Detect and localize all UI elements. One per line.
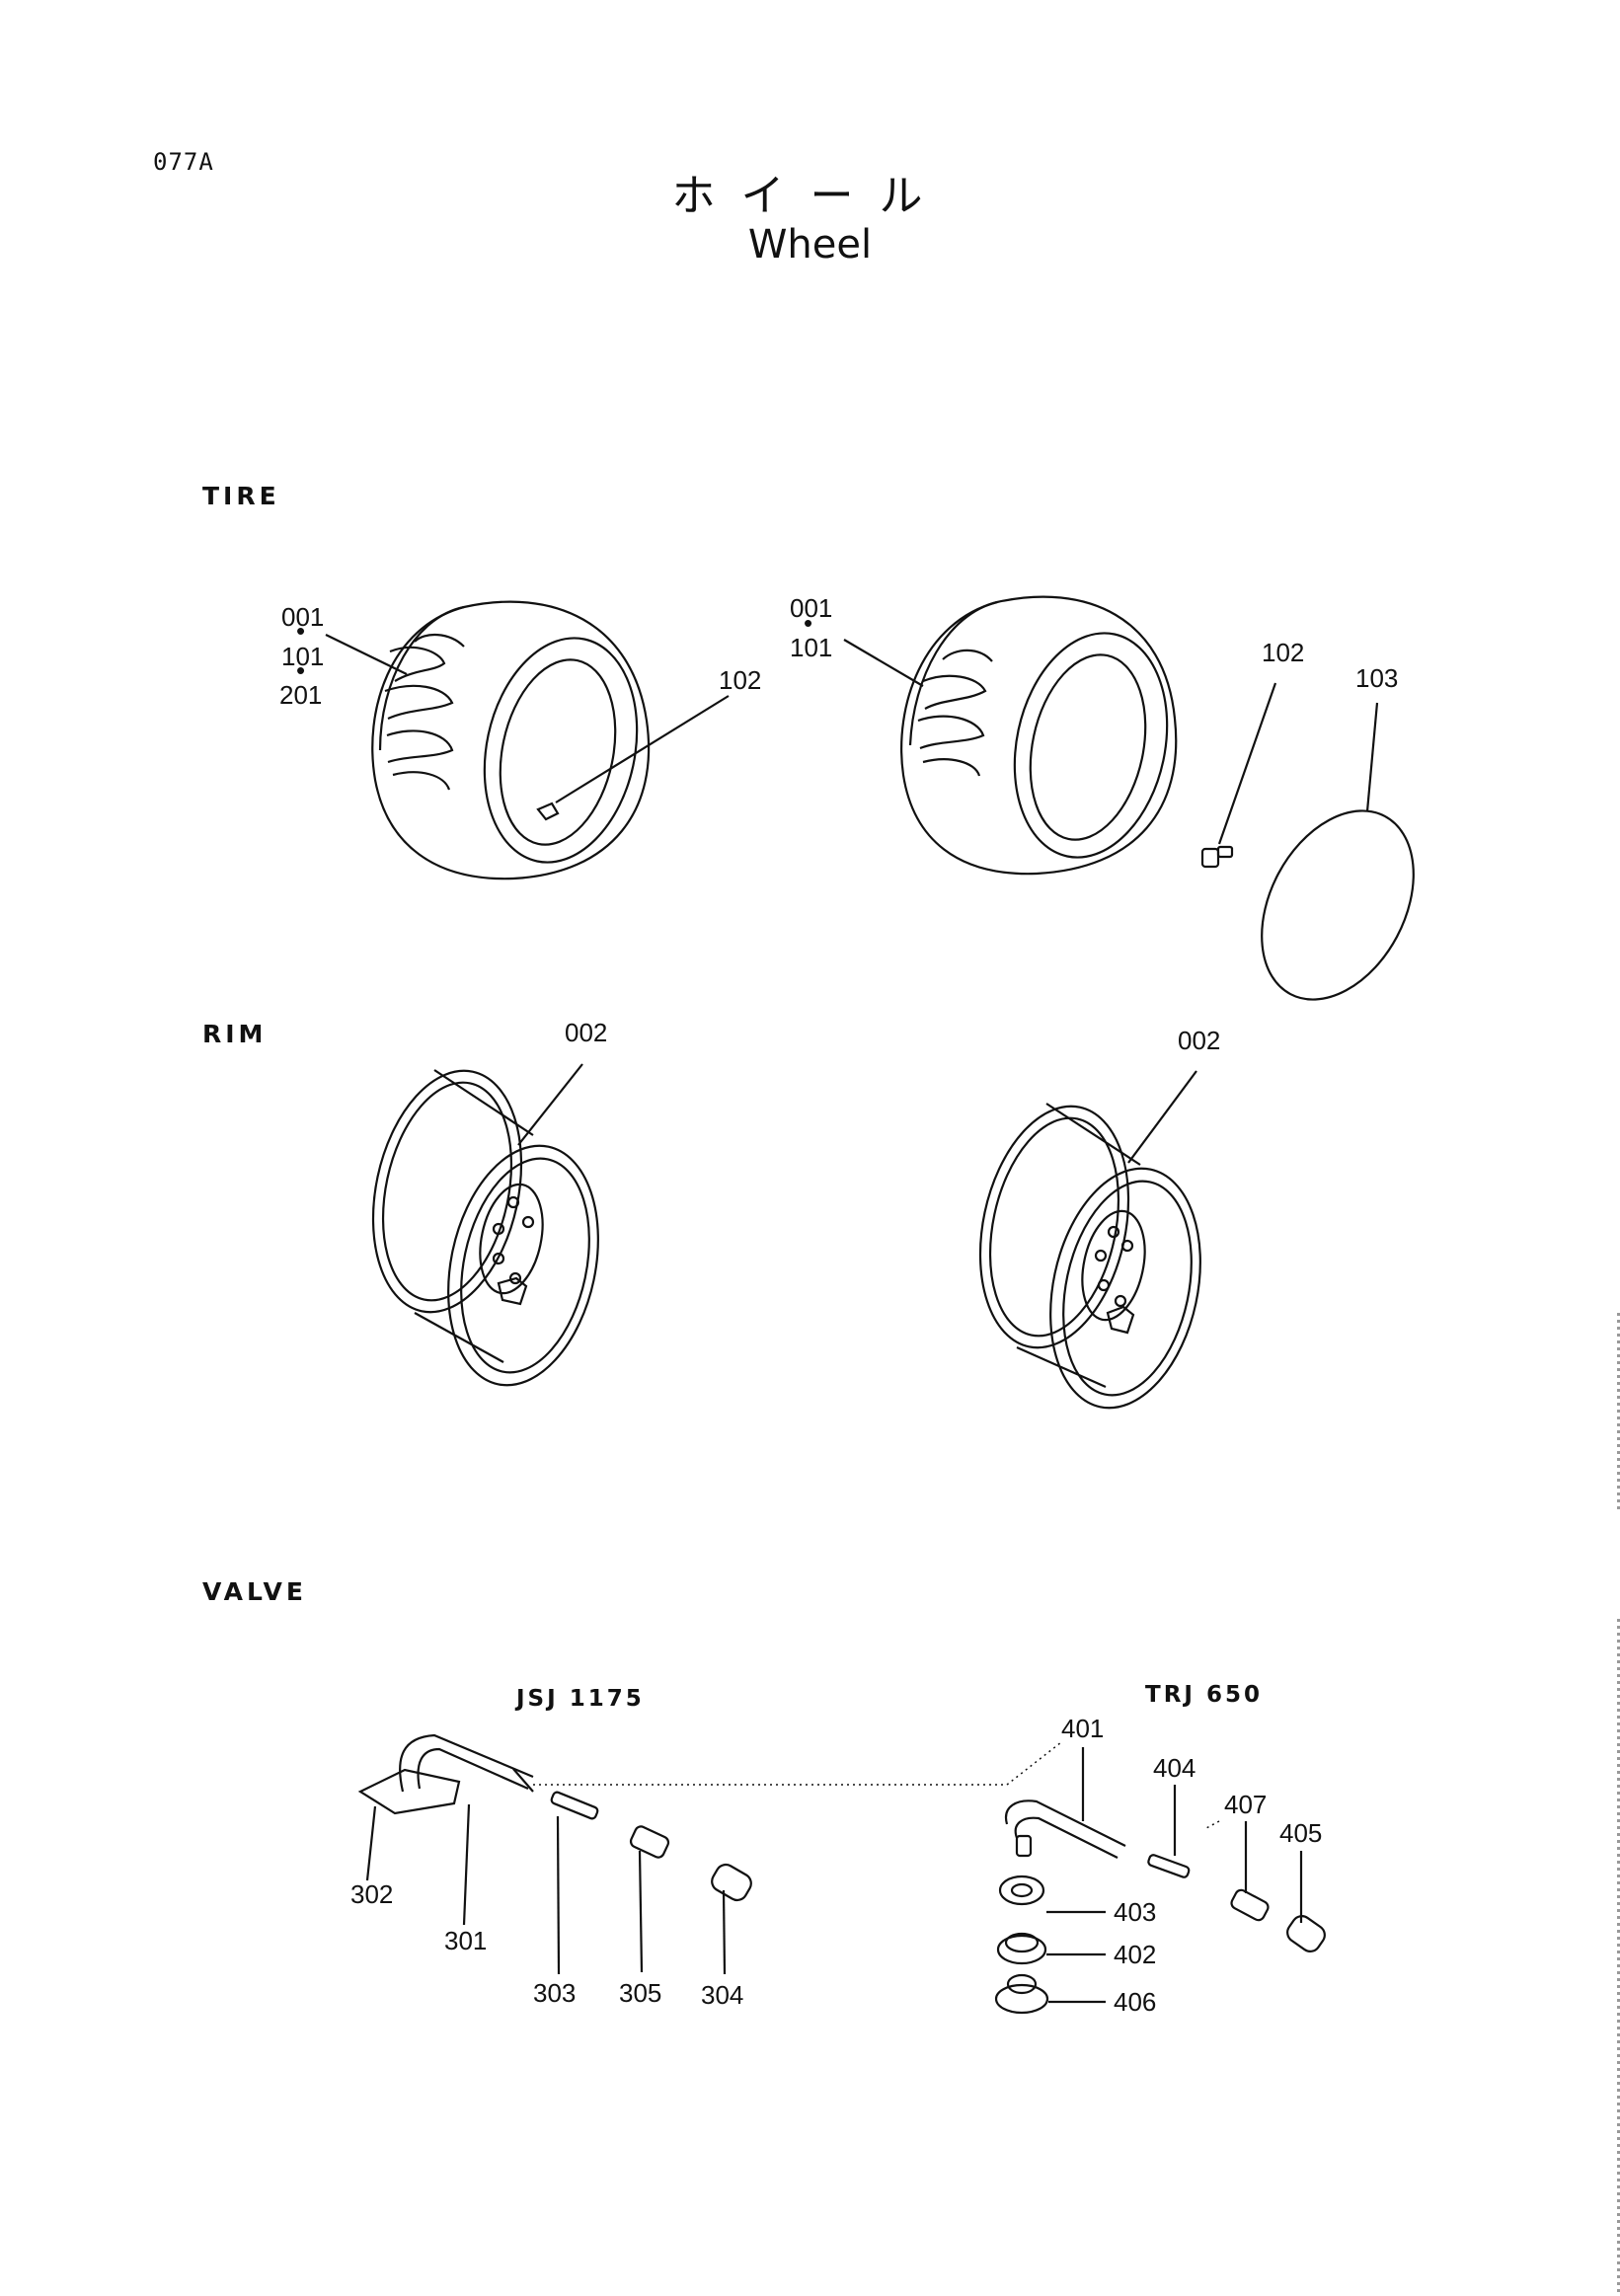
scan-edge-marks: [1617, 1313, 1620, 1510]
valve-402-drawing: [996, 1932, 1047, 1965]
tire-left-drawing: [371, 600, 651, 880]
label-valve-304: 304: [701, 1980, 743, 2010]
section-tire-heading: TIRE: [202, 482, 280, 510]
label-tire-left-102: 102: [719, 665, 761, 695]
label-tire-right-102: 102: [1262, 638, 1304, 667]
valve-group-jsj-heading: JSJ 1175: [516, 1686, 645, 1712]
label-separator-dot: •: [296, 655, 305, 685]
label-valve-407: 407: [1224, 1790, 1267, 1819]
label-tire-right-001: 001: [790, 593, 832, 623]
valve-304-drawing: [711, 1863, 752, 1902]
label-valve-404: 404: [1153, 1753, 1196, 1783]
valve-403-drawing: [998, 1875, 1045, 1906]
valve-305-drawing: [629, 1825, 670, 1859]
part-labels: 001 • 101 • 201 102 001 • 101 102 103 00…: [279, 593, 1398, 2017]
label-tire-left-001: 001: [281, 602, 324, 632]
page-code: 077A: [153, 148, 214, 176]
label-tire-right-103: 103: [1355, 663, 1398, 693]
valve-303-drawing: [550, 1791, 599, 1820]
valve-405-drawing: [1286, 1915, 1326, 1952]
label-valve-406: 406: [1114, 1987, 1156, 2017]
label-valve-405: 405: [1279, 1818, 1322, 1848]
valve-404-drawing: [1147, 1854, 1191, 1878]
label-valve-401: 401: [1061, 1714, 1104, 1743]
rim-right-drawing: [978, 1103, 1201, 1410]
tire-right-drawing: [900, 595, 1178, 876]
label-tire-left-101: 101: [281, 642, 324, 671]
page-title-japanese: ホイール: [671, 171, 949, 221]
rim-left-drawing: [371, 1069, 599, 1387]
page-title-english: Wheel: [747, 222, 873, 268]
section-valve-heading: VALVE: [202, 1577, 307, 1606]
valve-102-drawing: [1200, 845, 1234, 869]
label-valve-302: 302: [350, 1879, 393, 1909]
label-rim-right-002: 002: [1178, 1026, 1220, 1055]
label-separator-dot: •: [296, 616, 305, 646]
label-valve-303: 303: [533, 1978, 576, 2008]
valve-406-drawing: [994, 1973, 1049, 2015]
section-rim-heading: RIM: [202, 1020, 268, 1048]
o-ring-103-drawing: [1261, 809, 1415, 1001]
label-valve-301: 301: [444, 1926, 487, 1955]
scan-edge-marks: [1617, 1619, 1620, 2296]
valve-407-drawing: [1230, 1888, 1270, 1922]
label-tire-left-201: 201: [279, 680, 322, 710]
label-valve-403: 403: [1114, 1897, 1156, 1927]
label-rim-left-002: 002: [565, 1018, 607, 1047]
valve-401-drawing: [1004, 1799, 1126, 1859]
label-valve-305: 305: [619, 1978, 661, 2008]
label-tire-right-101: 101: [790, 633, 832, 662]
valve-jsj-301-302-drawing: [357, 1733, 534, 1815]
valve-group-trj-heading: TRJ 650: [1145, 1682, 1263, 1708]
label-valve-402: 402: [1114, 1940, 1156, 1969]
label-separator-dot: •: [804, 608, 812, 638]
